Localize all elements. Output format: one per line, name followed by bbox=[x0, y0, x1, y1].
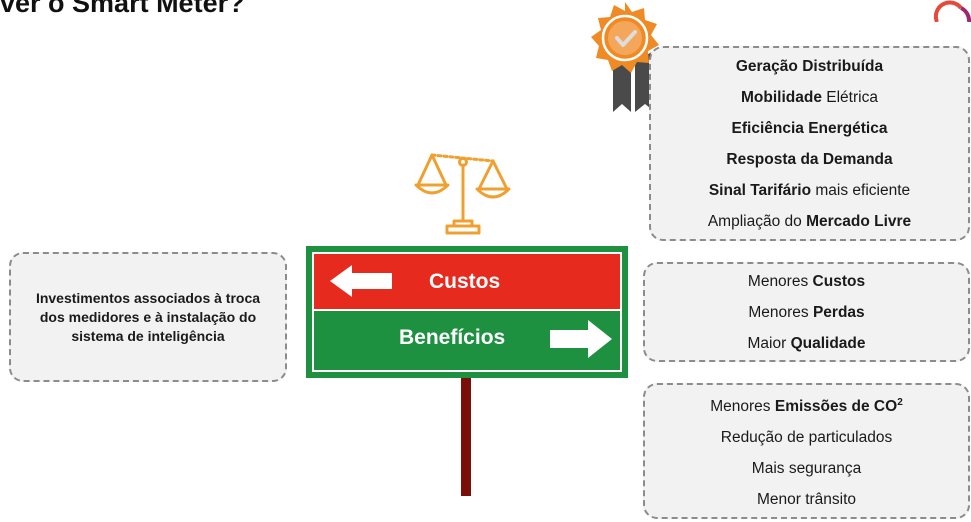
arrow-right-icon bbox=[550, 320, 612, 358]
balance-scale-icon bbox=[414, 153, 511, 235]
page-title: ver o Smart Meter? bbox=[0, 0, 245, 18]
brand-logo-icon bbox=[933, 0, 971, 22]
benefit-line: Menores Custos bbox=[747, 272, 866, 290]
benefit-line: Mobilidade Elétrica bbox=[741, 88, 878, 106]
benefit-line: Eficiência Energética bbox=[731, 119, 888, 137]
arrow-left-icon bbox=[330, 265, 392, 297]
benefits-label: Benefícios bbox=[399, 326, 506, 349]
benefit-line: Menores Perdas bbox=[748, 303, 865, 321]
benefit-line: Maior Qualidade bbox=[747, 334, 866, 352]
costs-box: Investimentos associados à troca dos med… bbox=[9, 252, 287, 382]
benefits-plank: Benefícios bbox=[314, 311, 620, 370]
costs-description: Investimentos associados à troca dos med… bbox=[35, 289, 261, 344]
signpost-pole bbox=[461, 378, 471, 496]
signpost-frame: Custos Benefícios bbox=[312, 252, 622, 372]
costs-plank: Custos bbox=[314, 254, 620, 311]
benefit-line: Mais segurança bbox=[751, 460, 862, 478]
benefits-box-operational: Menores Custos Menores Perdas Maior Qual… bbox=[643, 262, 970, 362]
benefits-box-energy: Geração Distribuída Mobilidade Elétrica … bbox=[649, 46, 970, 241]
benefit-line: Resposta da Demanda bbox=[726, 150, 893, 168]
benefit-line: Ampliação do Mercado Livre bbox=[707, 212, 912, 230]
benefit-line: Redução de particulados bbox=[720, 429, 893, 447]
benefit-line: Geração Distribuída bbox=[735, 57, 884, 75]
benefits-box-environment: Menores Emissões de CO2 Redução de parti… bbox=[643, 383, 970, 519]
benefit-line: Menores Emissões de CO2 bbox=[710, 396, 903, 416]
benefit-line: Menor trânsito bbox=[756, 491, 857, 509]
benefit-line: Sinal Tarifário mais eficiente bbox=[708, 181, 911, 199]
costs-label: Custos bbox=[429, 270, 501, 293]
signpost: Custos Benefícios bbox=[306, 246, 628, 378]
